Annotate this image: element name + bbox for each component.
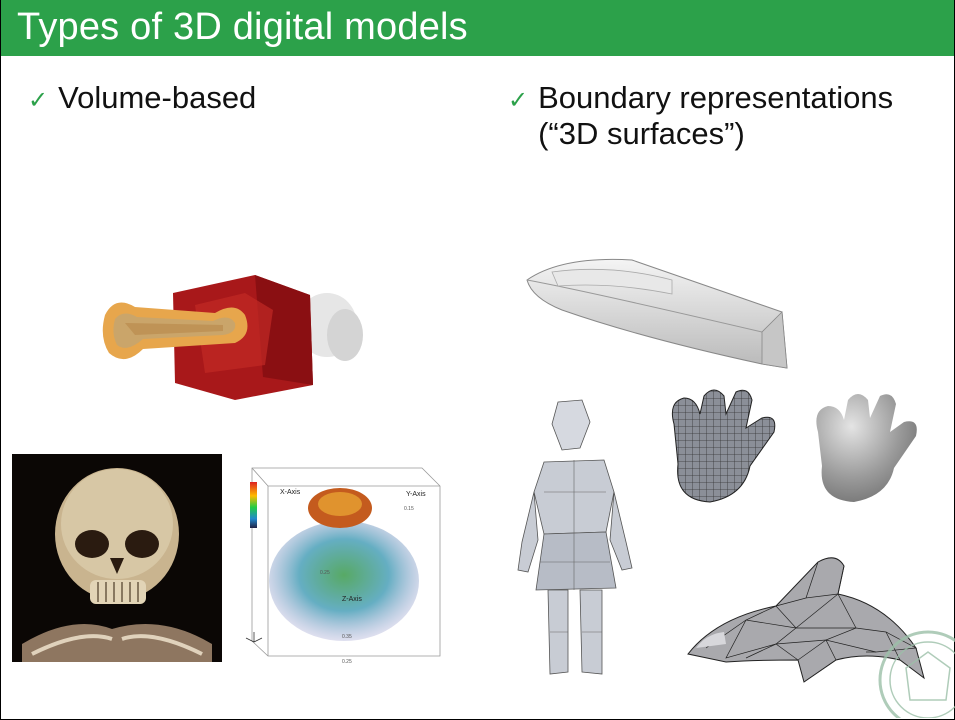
slide-title: Types of 3D digital models bbox=[17, 6, 468, 48]
bullet-label: Volume-based bbox=[58, 80, 257, 115]
tick-label: 0.15 bbox=[404, 506, 414, 512]
bone-volume-image bbox=[102, 275, 363, 400]
skull-ct-image bbox=[12, 454, 222, 662]
boat-hull-surface bbox=[526, 258, 788, 369]
y-axis-label: Y-Axis bbox=[406, 491, 426, 498]
checkmark-icon: ✓ bbox=[28, 86, 49, 114]
volume-render-plot: X-Axis Y-Axis Z-Axis 0.15 0.25 0.35 0.25 bbox=[232, 456, 448, 666]
hand-smooth-surface bbox=[816, 394, 917, 502]
z-axis-label: Z-Axis bbox=[342, 596, 362, 603]
bullet-label-line1: Boundary representations bbox=[538, 80, 894, 115]
university-seal-logo bbox=[878, 630, 955, 718]
checkmark-icon: ✓ bbox=[508, 86, 529, 114]
bullet-boundary-representations: ✓ Boundary representations (“3D surfaces… bbox=[508, 80, 893, 152]
tick-label: 0.35 bbox=[342, 634, 352, 640]
dolphin-triangle-mesh bbox=[687, 557, 925, 683]
faceted-figure-mesh bbox=[517, 399, 633, 675]
tick-label: 0.25 bbox=[342, 659, 352, 665]
tick-label: 0.25 bbox=[320, 570, 330, 576]
x-axis-label: X-Axis bbox=[280, 489, 301, 496]
axes-triad-icon bbox=[245, 632, 263, 643]
bullet-label-line2: (“3D surfaces”) bbox=[538, 116, 745, 151]
bullet-volume-based: ✓ Volume-based bbox=[28, 80, 256, 116]
hand-wireframe-mesh bbox=[671, 389, 776, 503]
title-bar: Types of 3D digital models bbox=[1, 0, 954, 56]
